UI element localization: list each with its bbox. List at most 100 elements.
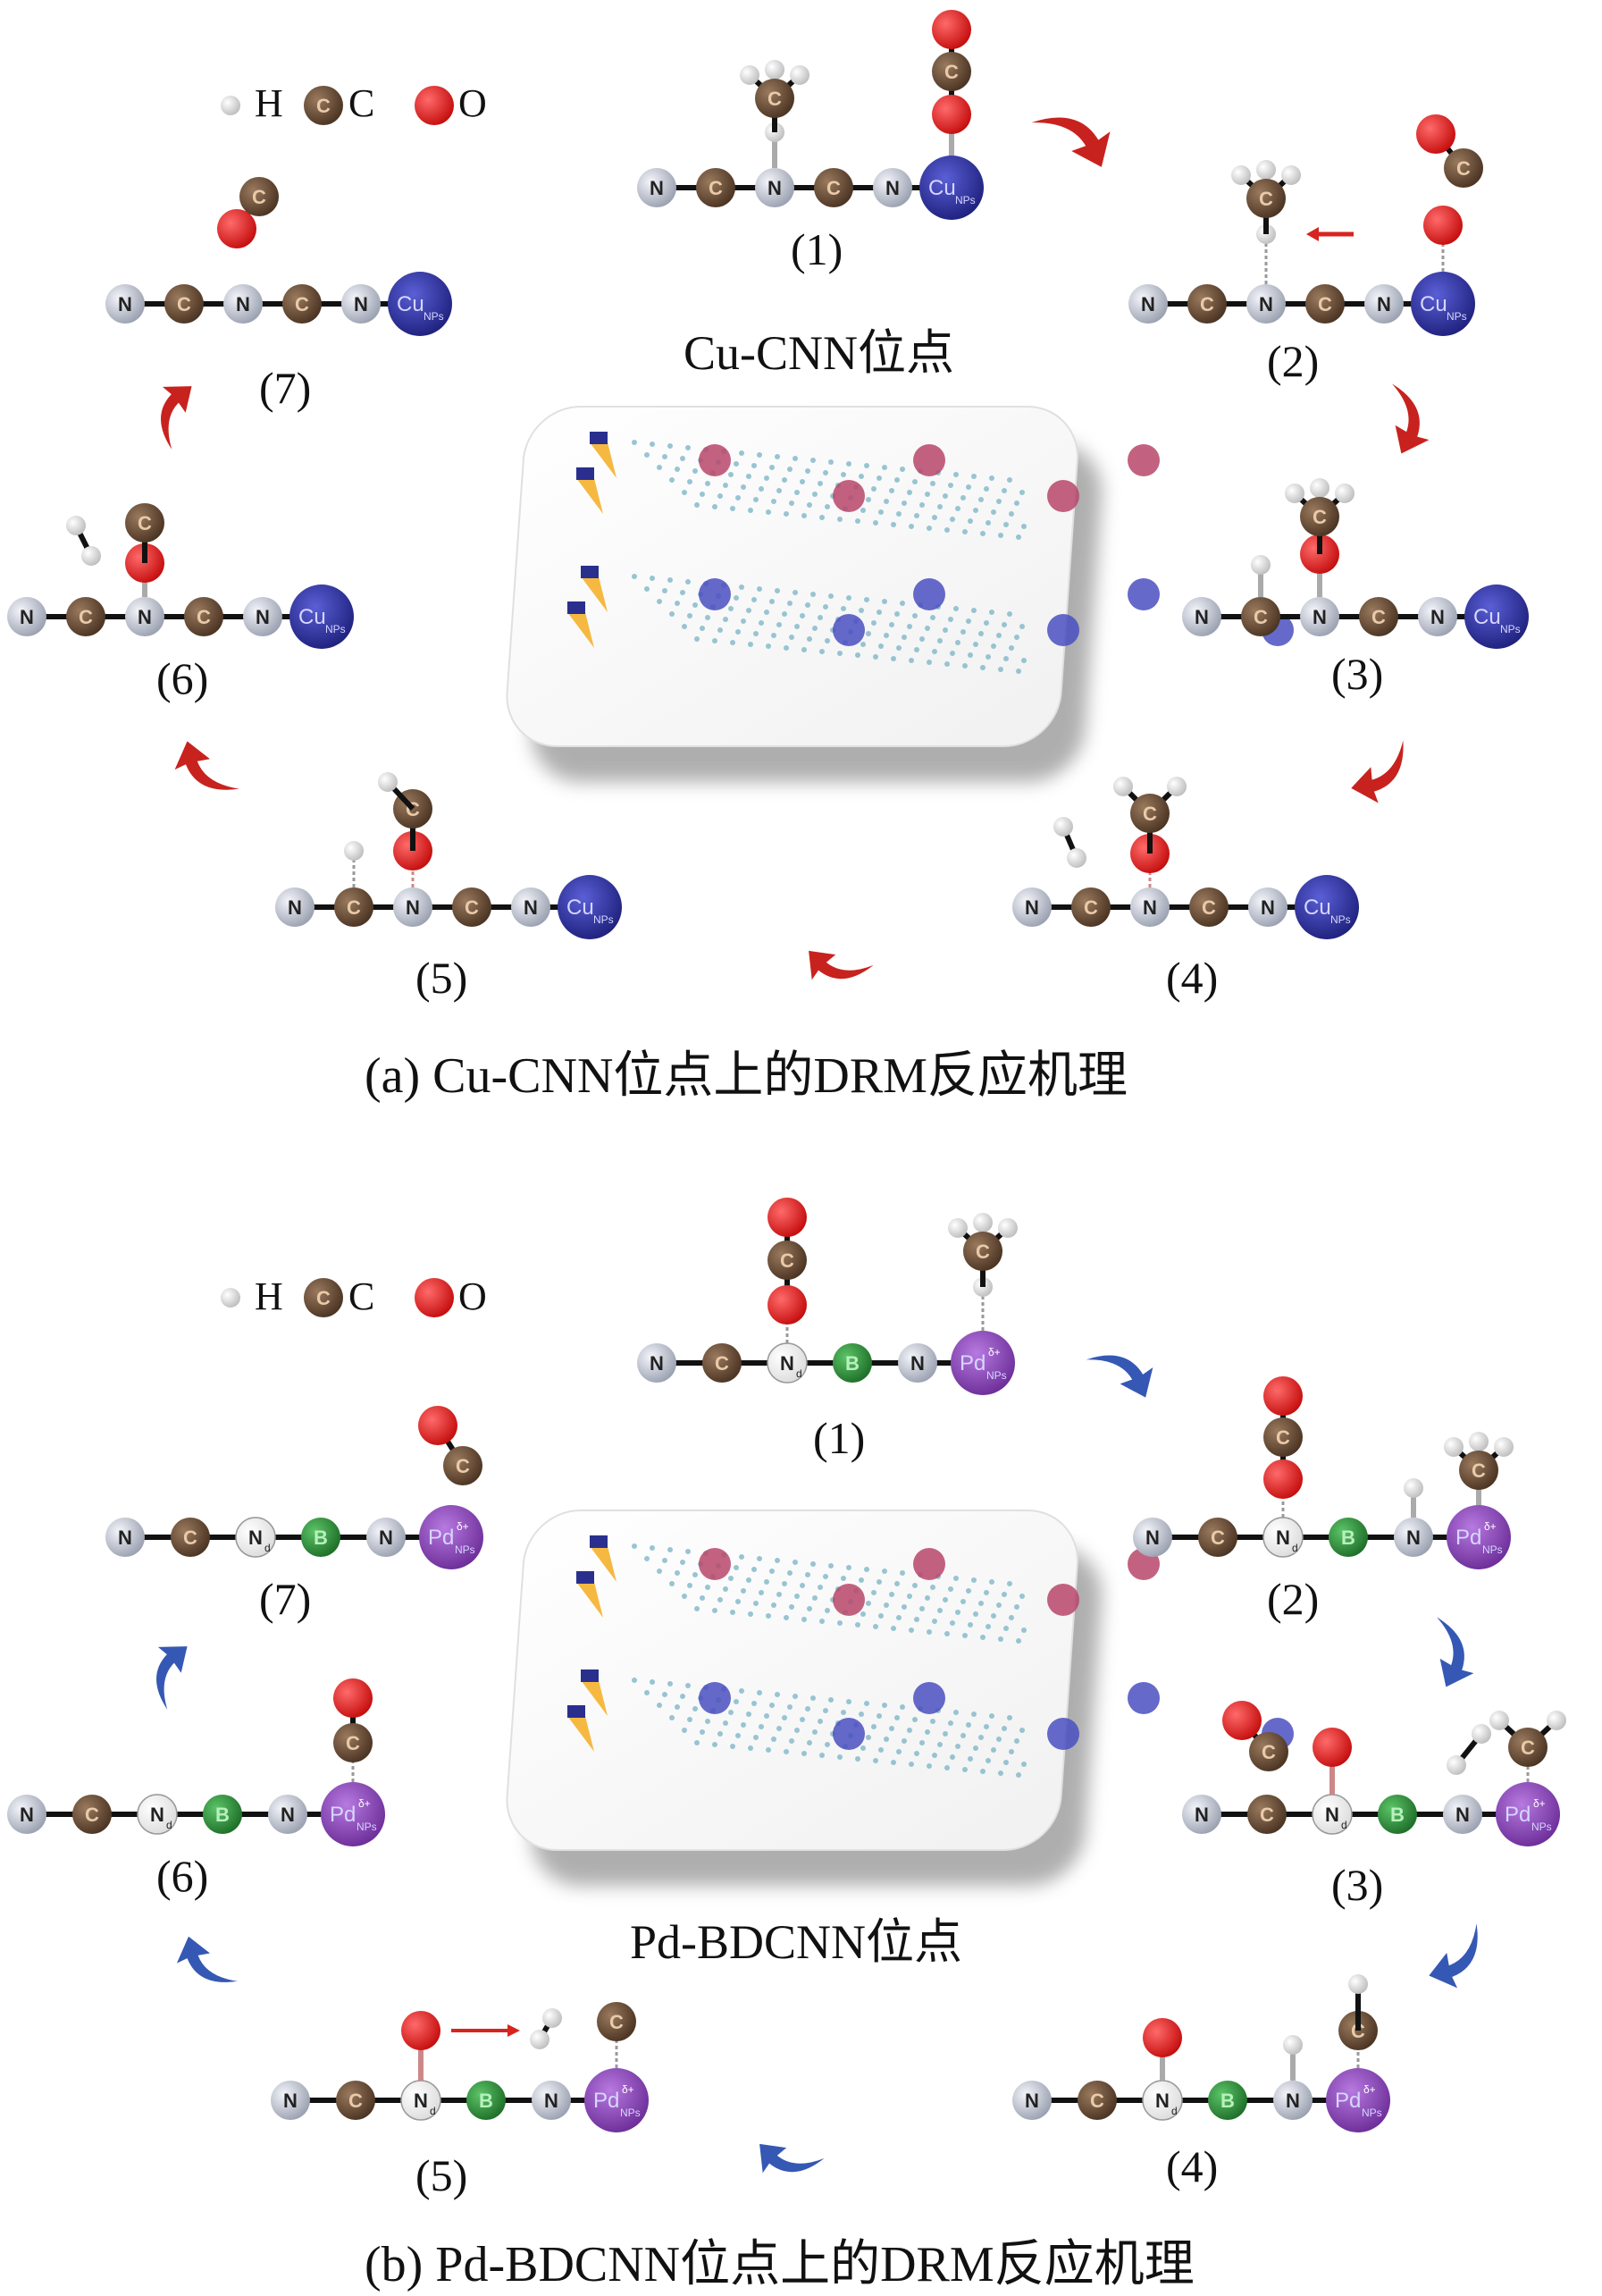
metal-subscript: NPs (955, 194, 976, 206)
lattice-node (632, 440, 637, 445)
atom-label: N (236, 293, 250, 315)
atom-label: C (944, 61, 959, 83)
lattice-node (793, 590, 798, 595)
cycle-arrow-b-6to7 (156, 1646, 188, 1710)
atom-c (1189, 887, 1229, 927)
lattice-node (991, 1747, 996, 1753)
lattice-node (919, 1606, 925, 1611)
lattice-node (764, 475, 769, 481)
lattice-node (735, 629, 741, 635)
legend-label-c: C (348, 81, 375, 125)
lattice-node (734, 461, 739, 467)
lattice-node (771, 1737, 776, 1742)
lattice-node (968, 1622, 973, 1627)
lattice-node (789, 500, 794, 506)
atom-h (1067, 848, 1086, 868)
lamp-icon (590, 432, 608, 444)
lattice-node (1019, 490, 1025, 495)
lattice-node (837, 1754, 843, 1760)
lattice-node (712, 1742, 717, 1747)
lattice-node (962, 529, 968, 534)
lattice-node (700, 626, 705, 631)
lattice-node (984, 1590, 989, 1595)
atom-label: N (118, 293, 132, 315)
lattice-node (891, 522, 896, 527)
atom-b (1329, 1518, 1368, 1557)
legend-label-h: H (255, 1274, 283, 1318)
pd-nanoparticle (1496, 1782, 1560, 1846)
lattice-node (793, 1560, 798, 1565)
lattice-node (1019, 624, 1025, 629)
lattice-node (984, 1724, 989, 1729)
atom-label: N (650, 1352, 664, 1375)
metal-label: Cu (298, 605, 326, 629)
lattice-node (912, 613, 918, 618)
lattice-node (943, 1597, 948, 1602)
pd-nanoparticle (419, 1505, 483, 1569)
lattice-node (925, 626, 930, 631)
lattice-node (662, 1558, 667, 1563)
lattice-node (891, 1760, 896, 1765)
atom-c (336, 2081, 375, 2120)
atom-label: N (248, 1526, 263, 1549)
legend-h-icon (221, 1288, 240, 1308)
lattice-node (819, 649, 825, 654)
lattice-node (860, 508, 866, 513)
nanoparticle (833, 614, 865, 646)
lattice-node (986, 1624, 991, 1629)
lattice-node (902, 1604, 907, 1610)
nanoparticle (1047, 1584, 1079, 1616)
lattice-node (914, 1751, 919, 1756)
lattice-node (1002, 622, 1007, 627)
atom-label: B (1341, 1526, 1355, 1549)
lattice-node (644, 452, 650, 458)
atom-h (542, 2008, 562, 2028)
lattice-node (912, 1717, 918, 1722)
lattice-node (937, 1608, 943, 1613)
lamp-icon (567, 601, 585, 614)
nanoparticle (833, 480, 865, 512)
lattice-node (685, 1683, 691, 1688)
lattice-node (846, 1699, 851, 1704)
lattice-node (680, 1694, 685, 1699)
lamp-icon (576, 467, 594, 480)
lattice-node (864, 463, 869, 468)
lattice-node (944, 1631, 950, 1636)
lattice-node (846, 1565, 851, 1570)
atom-c (1305, 284, 1345, 324)
nanoparticle (913, 444, 945, 476)
atom-label: N (1276, 1526, 1290, 1549)
lattice-node (734, 595, 739, 601)
lattice-node (812, 492, 818, 497)
metal-superscript: δ+ (622, 2083, 634, 2096)
atom-label: C (197, 606, 211, 628)
lattice-node (871, 620, 876, 626)
lattice-node (685, 579, 691, 585)
atom-label: B (479, 2090, 493, 2112)
atom-h (378, 772, 398, 792)
atom-h (948, 1218, 968, 1238)
lattice-node (876, 610, 882, 615)
atom-label: C (767, 88, 782, 110)
atom-label: N (138, 606, 152, 628)
lattice-node (955, 1610, 960, 1615)
legend-label-o: O (458, 81, 487, 125)
lattice-node (884, 1602, 889, 1608)
lattice-node (685, 445, 691, 450)
metal-label: Cu (1304, 896, 1331, 920)
lattice-node (943, 1731, 948, 1737)
atom-label: N (1143, 896, 1157, 919)
pd-nanoparticle (1326, 2068, 1390, 2132)
lattice-node (776, 1592, 782, 1597)
lattice-node (657, 465, 662, 470)
lattice-node (1009, 645, 1014, 651)
atom-label: C (79, 606, 93, 628)
lattice-node (748, 642, 753, 647)
lattice-node (717, 493, 723, 499)
atom-label: C (252, 186, 266, 208)
metal-label: Pd (960, 1351, 986, 1375)
lattice-node (805, 468, 810, 474)
lattice-node (1007, 477, 1012, 483)
lattice-node (793, 1694, 798, 1699)
